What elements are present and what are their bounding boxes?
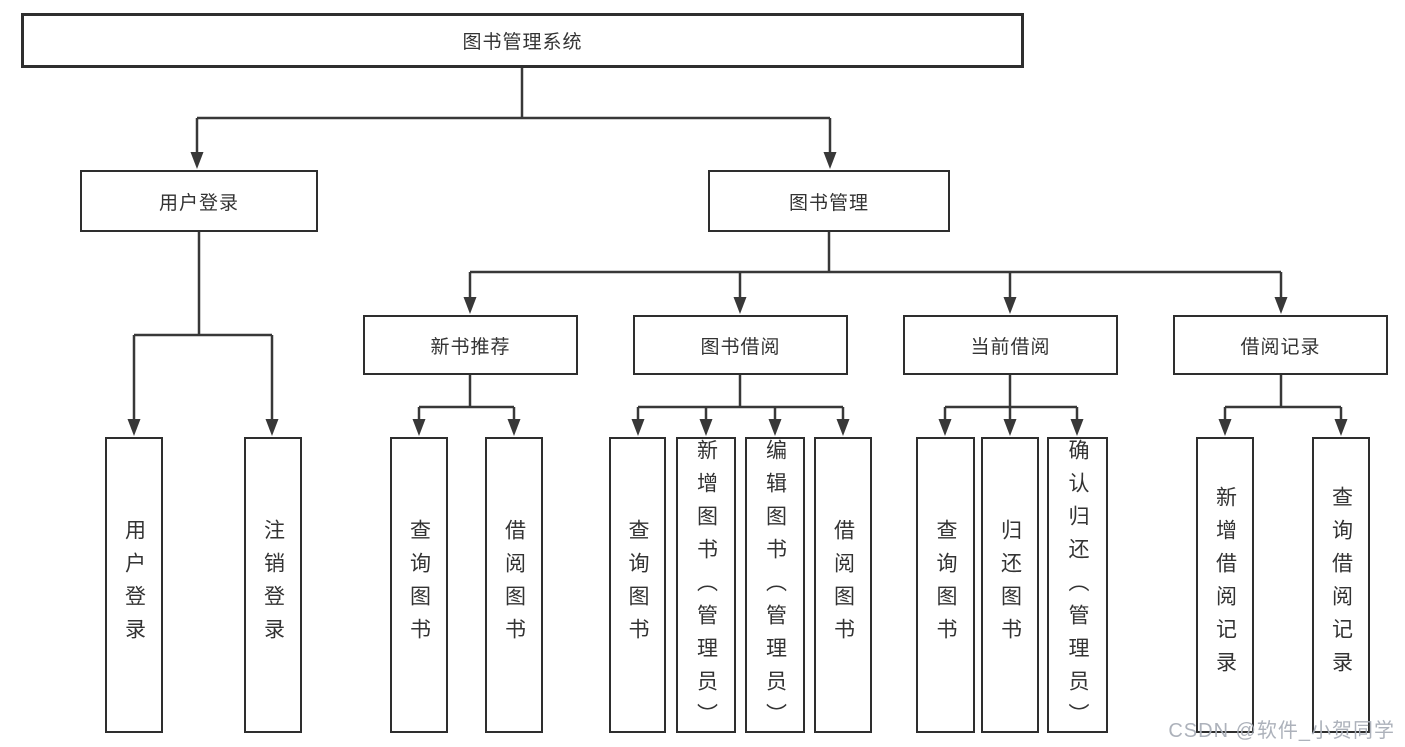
leaf-label: 新增借阅记录 [1213,486,1237,684]
node-label: 用户登录 [158,192,239,214]
leaf-query-books-3: 查询图书 [916,437,975,733]
node-label: 当前借阅 [970,336,1051,358]
node-book-borrow: 图书借阅 [633,315,848,375]
leaf-label: 编辑图书（管理员） [763,439,787,736]
node-root: 图书管理系统 [21,13,1024,68]
leaf-label: 新增图书（管理员） [694,439,718,736]
leaf-query-books-1: 查询图书 [390,437,448,733]
leaf-user-login: 用户登录 [105,437,163,733]
leaf-label: 查询图书 [407,519,431,651]
leaf-borrow-books-2: 借阅图书 [814,437,872,733]
leaf-label: 用户登录 [122,519,146,651]
leaf-label: 借阅图书 [502,519,526,651]
leaf-label: 确认归还（管理员） [1066,439,1089,736]
node-current-borrow: 当前借阅 [903,315,1118,375]
node-book-management: 图书管理 [708,170,950,232]
leaf-edit-books-admin: 编辑图书（管理员） [745,437,805,736]
node-root-label: 图书管理系统 [462,32,583,53]
node-label: 新书推荐 [430,336,511,358]
leaf-return-books: 归还图书 [981,437,1039,733]
leaf-label: 归还图书 [998,519,1022,651]
leaf-add-books-admin: 新增图书（管理员） [676,437,736,736]
leaf-add-borrow-record: 新增借阅记录 [1196,437,1254,733]
leaf-borrow-books-1: 借阅图书 [485,437,543,733]
leaf-logout: 注销登录 [244,437,302,733]
leaf-label: 查询图书 [934,519,957,651]
leaf-label: 查询图书 [626,519,649,651]
leaf-confirm-return-admin: 确认归还（管理员） [1047,437,1108,736]
node-label: 借阅记录 [1240,336,1321,358]
node-user-login: 用户登录 [80,170,318,232]
node-label: 图书借阅 [700,336,781,358]
leaf-query-books-2: 查询图书 [609,437,666,733]
leaf-label: 借阅图书 [831,519,855,651]
leaf-label: 查询借阅记录 [1329,486,1353,684]
leaf-query-borrow-record: 查询借阅记录 [1312,437,1370,733]
node-borrow-records: 借阅记录 [1173,315,1388,375]
leaf-label: 注销登录 [261,519,285,651]
node-label: 图书管理 [788,192,869,214]
node-new-book-recommend: 新书推荐 [363,315,578,375]
